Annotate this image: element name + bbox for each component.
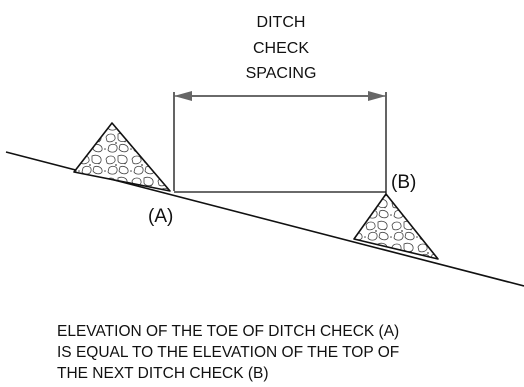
spacing-label-line-1: DITCH [257, 14, 306, 31]
note-line-2: IS EQUAL TO THE ELEVATION OF THE TOP OF [57, 344, 399, 361]
ditch-check-a [73, 122, 171, 192]
note-line-1: ELEVATION OF THE TOE OF DITCH CHECK (A) [57, 323, 399, 340]
point-b-label: (B) [391, 172, 416, 193]
ditch-check-b [353, 193, 439, 260]
spacing-label-line-3: SPACING [246, 65, 317, 82]
spacing-label-line-2: CHECK [253, 40, 309, 57]
point-a-label: (A) [148, 206, 173, 227]
note-line-3: THE NEXT DITCH CHECK (B) [57, 365, 269, 382]
